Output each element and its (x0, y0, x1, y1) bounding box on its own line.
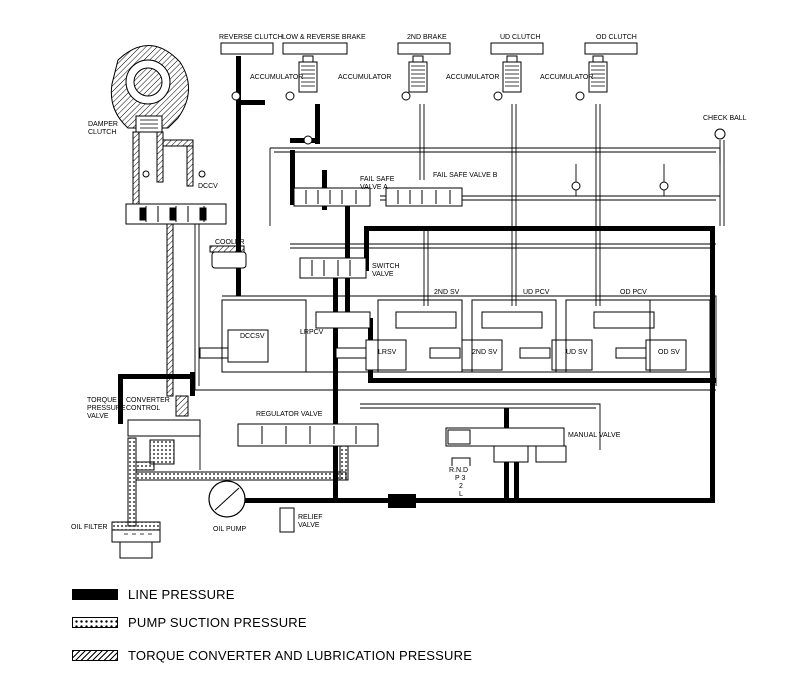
label-oil-pump: OIL PUMP (213, 526, 247, 533)
label-dccsv: DCCSV (240, 333, 265, 340)
label-tpv-1: TORQUE (87, 397, 117, 404)
fail-safe-b-body (385, 187, 463, 207)
label-damper-2: CLUTCH (88, 129, 116, 136)
valve-bodies (125, 187, 711, 533)
label-accumulator-1: ACCUMULATOR (250, 74, 303, 81)
accumulator-3 (502, 55, 522, 93)
label-tpv-3: VALVE (87, 413, 109, 420)
legend-line-pressure: LINE PRESSURE (72, 584, 235, 604)
regulator-valve-body (237, 423, 379, 447)
label-ud-clutch: UD CLUTCH (500, 34, 540, 41)
cooler-body (211, 251, 247, 269)
accumulator-2 (408, 55, 428, 93)
reverse-clutch-block (220, 42, 274, 55)
lrsv-box (365, 339, 407, 371)
label-relief-2: VALVE (298, 522, 320, 529)
torque-converter-lines (132, 131, 245, 417)
second-sv-spool (395, 311, 457, 329)
second-sv-box (461, 339, 503, 371)
label-fail-safe-b: FAIL SAFE VALVE B (433, 172, 498, 179)
label-od-clutch: OD CLUTCH (596, 34, 637, 41)
pump-suction-lines (111, 437, 349, 531)
legend-torque-swatch (72, 649, 118, 661)
legend-suction-swatch (72, 616, 118, 628)
label-dccv: DCCV (198, 183, 218, 190)
low-reverse-brake-block (282, 42, 348, 55)
fail-safe-a-body (293, 187, 371, 207)
accumulators (298, 55, 608, 93)
label-gear-l: L (459, 491, 463, 498)
check-balls (142, 91, 726, 191)
od-sv-box (645, 339, 687, 371)
label-fail-safe-a-1: FAIL SAFE (360, 176, 395, 183)
control-lines (194, 104, 725, 470)
label-gear-rnd: R.N.D (449, 467, 468, 474)
od-clutch-block (584, 42, 638, 55)
legend-pump-suction: PUMP SUCTION PRESSURE (72, 612, 307, 632)
line-pressure-lines (118, 56, 716, 508)
label-fail-safe-a-2: VALVE A (360, 184, 388, 191)
label-regulator-valve: REGULATOR VALVE (256, 411, 323, 418)
dccsv-box (227, 329, 269, 363)
od-pcv-spool (593, 311, 655, 329)
legend-torque-converter: TORQUE CONVERTER AND LUBRICATION PRESSUR… (72, 645, 472, 665)
legend-suction-label: PUMP SUCTION PRESSURE (128, 614, 307, 630)
clutch-blocks (220, 42, 638, 55)
label-gear-2: 2 (459, 483, 463, 490)
label-damper-1: DAMPER (88, 121, 118, 128)
label-lrsv: LRSV (378, 349, 397, 356)
label-switch-1: SWITCH (372, 263, 400, 270)
second-brake-block (397, 42, 451, 55)
ud-clutch-block (490, 42, 544, 55)
gear-position-bracket (451, 457, 471, 466)
label-od-sv: OD SV (658, 349, 680, 356)
label-low-reverse-brake: LOW & REVERSE BRAKE (282, 34, 366, 41)
label-gear-p3: P 3 (455, 475, 465, 482)
label-accumulator-2: ACCUMULATOR (338, 74, 391, 81)
label-tpv-2: PRESSURE (87, 405, 126, 412)
accumulator-1 (298, 55, 318, 93)
label-second-sv-box: 2ND SV (472, 349, 498, 356)
ud-sv-box (551, 339, 593, 371)
legend-line-swatch (72, 588, 118, 600)
label-switch-2: VALVE (372, 271, 394, 278)
label-oil-filter: OIL FILTER (71, 524, 108, 531)
legend-torque-label: TORQUE CONVERTER AND LUBRICATION PRESSUR… (128, 647, 473, 663)
label-reverse-clutch: REVERSE CLUTCH (219, 34, 283, 41)
ud-pcv-spool (481, 311, 543, 329)
damper-clutch (110, 45, 189, 133)
label-lrpcv: LRPCV (300, 329, 324, 336)
switch-valve-body (299, 257, 367, 279)
label-cooler: COOLER (215, 239, 245, 246)
label-od-pcv: OD PCV (620, 289, 647, 296)
label-second-sv-top: 2ND SV (434, 289, 460, 296)
label-accumulator-4: ACCUMULATOR (540, 74, 593, 81)
label-ud-pcv: UD PCV (523, 289, 550, 296)
label-cc-2: CONTROL (126, 405, 160, 412)
oil-pump-symbol (208, 480, 246, 518)
label-manual-valve: MANUAL VALVE (568, 432, 621, 439)
relief-valve-body (279, 507, 295, 533)
converter-control-body (127, 419, 201, 437)
label-accumulator-3: ACCUMULATOR (446, 74, 499, 81)
label-cc-1: CONVERTER (126, 397, 170, 404)
label-relief-1: RELIEF (298, 514, 323, 521)
lrpcv-spool (315, 311, 371, 329)
diagram-labels: REVERSE CLUTCH LOW & REVERSE BRAKE 2ND B… (71, 34, 747, 533)
legend-line-label: LINE PRESSURE (128, 586, 235, 602)
label-second-brake: 2ND BRAKE (407, 34, 447, 41)
label-check-ball: CHECK BALL (703, 115, 747, 122)
oil-filter-symbol (111, 529, 161, 559)
accumulator-4 (588, 55, 608, 93)
label-ud-sv: UD SV (566, 349, 588, 356)
